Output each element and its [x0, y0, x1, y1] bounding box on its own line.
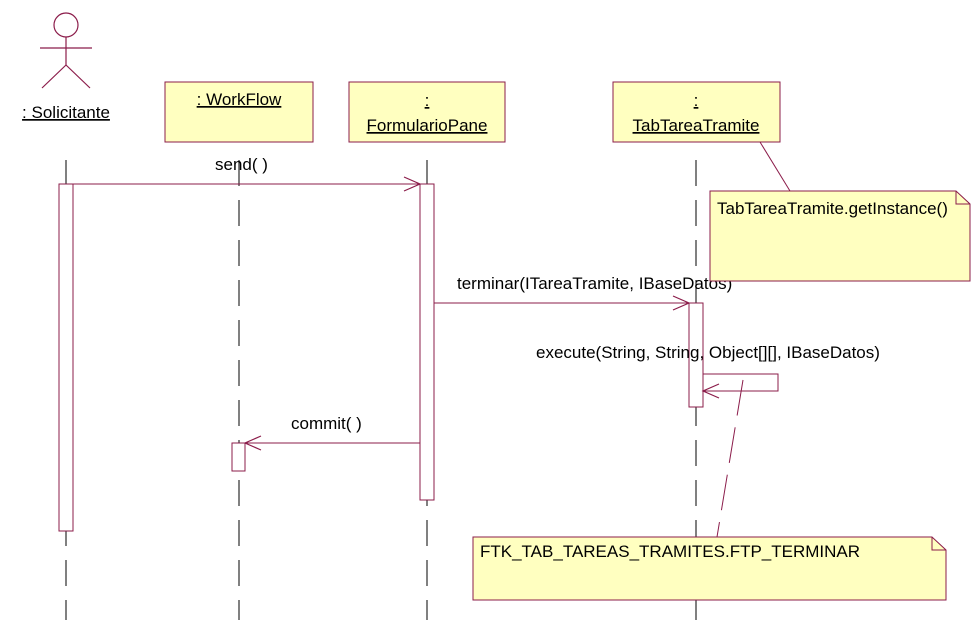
note-getinstance-text: TabTareaTramite.getInstance() — [717, 199, 948, 218]
note-fold-icon — [931, 537, 946, 551]
message-send: send( ) — [73, 155, 422, 192]
object-formulariopane-line1: : — [425, 91, 430, 110]
object-tabtareatramite-line1: : — [694, 91, 699, 110]
note-getinstance: TabTareaTramite.getInstance() — [709, 141, 971, 282]
object-formulariopane: : FormularioPane — [348, 81, 506, 143]
message-terminar: terminar(ITareaTramite, IBaseDatos) — [434, 274, 732, 311]
object-workflow-label: : WorkFlow — [197, 90, 282, 109]
message-execute-label: execute(String, String, Object[][], IBas… — [536, 343, 880, 362]
message-send-label: send( ) — [215, 155, 268, 174]
note-fold-icon — [955, 191, 970, 205]
object-workflow: : WorkFlow — [164, 81, 314, 143]
note-ftp-terminar-text: FTK_TAB_TAREAS_TRAMITES.FTP_TERMINAR — [480, 542, 860, 561]
object-formulariopane-line2: FormularioPane — [367, 116, 488, 135]
message-terminar-label: terminar(ITareaTramite, IBaseDatos) — [457, 274, 732, 293]
activation-workflow — [231, 442, 246, 472]
message-commit: commit( ) — [243, 414, 420, 451]
actor-solicitante: : Solicitante — [22, 12, 110, 122]
activation-tabtareatramite — [688, 302, 704, 408]
message-execute: execute(String, String, Object[][], IBas… — [536, 343, 880, 399]
actor-label: : Solicitante — [22, 103, 110, 122]
object-tabtareatramite-line2: TabTareaTramite — [633, 116, 760, 135]
note-ftp-terminar: FTK_TAB_TAREAS_TRAMITES.FTP_TERMINAR — [472, 379, 947, 601]
message-commit-label: commit( ) — [291, 414, 362, 433]
stick-figure-icon — [40, 12, 92, 89]
activation-solicitante — [58, 183, 74, 532]
activation-formulariopane — [419, 183, 435, 501]
object-tabtareatramite: : TabTareaTramite — [612, 81, 781, 143]
